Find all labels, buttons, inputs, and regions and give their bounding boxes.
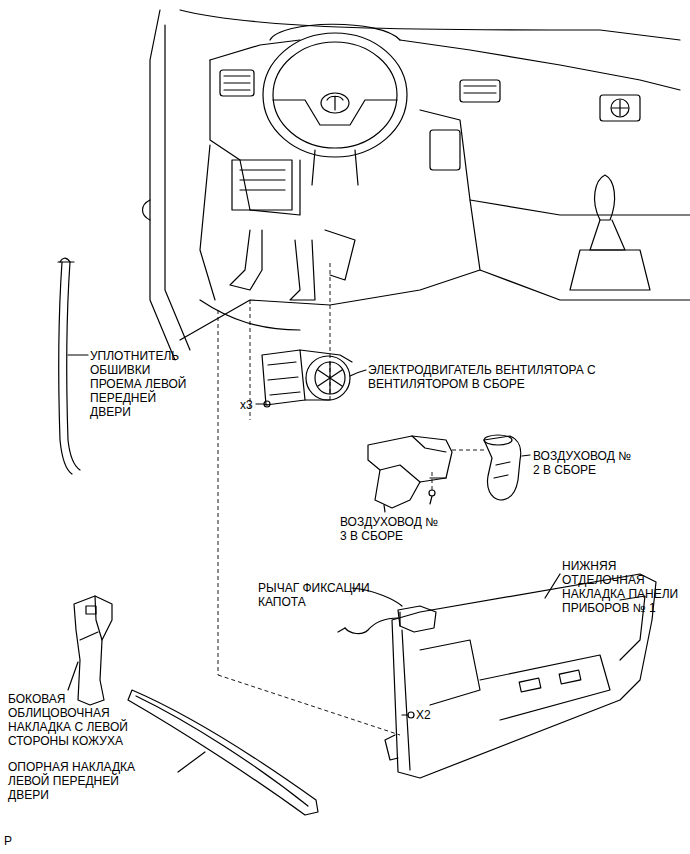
view-code: P — [4, 834, 12, 848]
part-label: ОПОРНАЯ НАКЛАДКА ЛЕВОЙ ПЕРЕДНЕЙ ДВЕРИ — [8, 760, 158, 802]
part-label: РЫЧАГ ФИКСАЦИИ КАПОТА — [258, 581, 378, 609]
part-label: ВОЗДУХОВОД № 3 В СБОРЕ — [340, 515, 448, 543]
quantity-callout: x3 — [240, 398, 253, 412]
quantity-callout: X2 — [416, 708, 431, 722]
part-label: УПЛОТНИТЕЛЬ ОБШИВКИ ПРОЕМА ЛЕВОЙ ПЕРЕДНЕ… — [90, 349, 198, 419]
part-label: ВОЗДУХОВОД № 2 В СБОРЕ — [533, 449, 641, 477]
part-label: ЭЛЕКТРОДВИГАТЕЛЬ ВЕНТИЛЯТОРА С ВЕНТИЛЯТО… — [368, 363, 643, 391]
part-label: БОКОВАЯ ОБЛИЦОВОЧНАЯ НАКЛАДКА С ЛЕВОЙ СТ… — [8, 692, 148, 748]
part-label: НИЖНЯЯ ОТДЕЛОЧНАЯ НАКЛАДКА ПАНЕЛИ ПРИБОР… — [562, 559, 686, 615]
